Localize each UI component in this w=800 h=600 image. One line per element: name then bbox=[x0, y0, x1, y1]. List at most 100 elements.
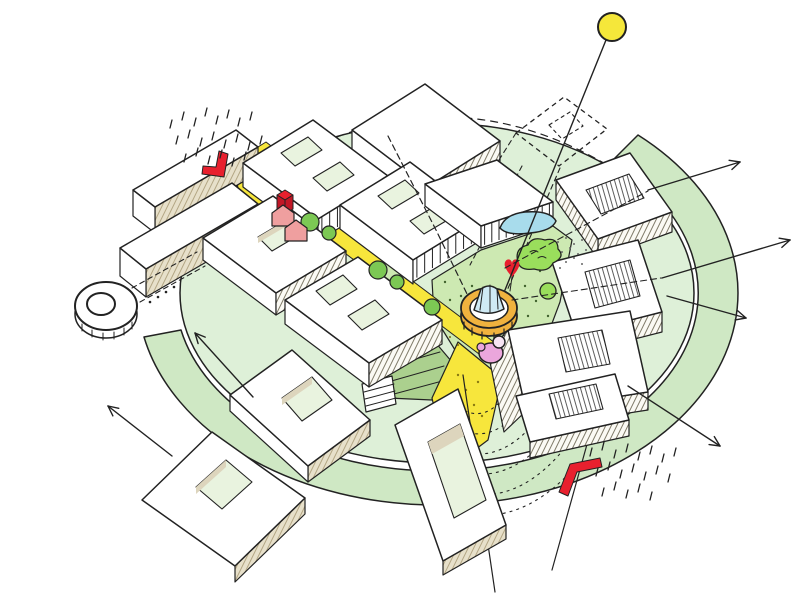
pink-house-2 bbox=[284, 219, 308, 242]
rain-marks-southeast bbox=[649, 445, 653, 455]
tree-5 bbox=[423, 298, 441, 316]
rain-marks-northwest bbox=[187, 129, 191, 139]
lawn-stipple bbox=[443, 280, 447, 284]
arrow-west-lower-head bbox=[107, 405, 120, 410]
rain-marks-southeast bbox=[661, 453, 665, 463]
rain-marks-southeast bbox=[643, 471, 647, 481]
fan-building-3-court bbox=[557, 329, 611, 373]
lawn-stipple bbox=[546, 314, 550, 318]
rain-marks-southeast bbox=[649, 491, 653, 501]
shape-layer bbox=[74, 12, 791, 593]
rain-marks-northwest bbox=[199, 137, 203, 147]
arrow-northeast-head bbox=[728, 159, 741, 163]
heart-string bbox=[509, 276, 513, 292]
arrow-west-lower-head bbox=[107, 405, 114, 417]
lawn-stipple bbox=[523, 284, 527, 288]
spine-dots bbox=[449, 336, 451, 338]
plaza-dots bbox=[480, 414, 484, 418]
sun-ray-line bbox=[504, 39, 607, 291]
pink-figure-head bbox=[492, 335, 506, 349]
rain-marks-northwest bbox=[195, 147, 199, 157]
radial-dash-lines bbox=[504, 190, 662, 301]
bush-large bbox=[516, 238, 562, 271]
rain-marks-northwest bbox=[237, 117, 241, 127]
arrow-east-lower bbox=[666, 295, 747, 319]
arrow-east-lower-head bbox=[737, 310, 747, 319]
bush-small bbox=[539, 282, 557, 300]
rain-marks-southeast bbox=[631, 463, 635, 473]
rain-marks-southeast bbox=[619, 469, 623, 479]
red-bench-marker bbox=[201, 150, 229, 178]
lawn-stipple bbox=[459, 294, 463, 298]
steps-block-lines bbox=[363, 383, 397, 407]
plaza-dots bbox=[476, 380, 480, 384]
beach-stipple bbox=[569, 247, 571, 249]
arrow-northeast bbox=[647, 161, 741, 191]
rain-marks-northwest bbox=[211, 131, 215, 141]
plaza-dots bbox=[456, 373, 460, 377]
beach-stipple bbox=[585, 249, 587, 251]
rain-marks-northwest bbox=[259, 135, 263, 145]
rain-marks-northwest bbox=[193, 117, 197, 127]
tree-3 bbox=[368, 260, 388, 280]
courtyard-slab-se2-court-a bbox=[315, 274, 358, 306]
ghost-building-courtyard bbox=[548, 111, 584, 140]
pavilion-dot-trail bbox=[156, 295, 160, 299]
rain-marks-northwest bbox=[183, 153, 187, 163]
arrow-southeast bbox=[627, 385, 721, 447]
bar-building-1-roof bbox=[132, 129, 259, 208]
rain-marks-northwest bbox=[169, 119, 173, 129]
beach-stipple bbox=[581, 239, 583, 241]
beach-stipple bbox=[573, 243, 575, 245]
rain-marks-northwest bbox=[243, 151, 247, 161]
courtyard-slab-nw1-court-a bbox=[280, 136, 323, 167]
pavilion-link-dashes bbox=[131, 251, 206, 303]
rain-marks-southeast bbox=[601, 487, 605, 497]
bush-squiggles bbox=[529, 250, 547, 259]
rain-marks-southeast bbox=[667, 473, 671, 483]
rain-marks-northwest bbox=[204, 107, 208, 117]
beach-stipple bbox=[581, 263, 583, 265]
lawn-stipple bbox=[470, 284, 474, 288]
lawn-stipple bbox=[526, 314, 530, 318]
beach-stipple bbox=[573, 257, 575, 259]
pavilion-dot-trail bbox=[148, 300, 152, 304]
round-pavilion-hole bbox=[86, 292, 116, 316]
pink-figure-arm bbox=[476, 342, 486, 352]
rain-marks-northwest bbox=[231, 157, 235, 167]
fan-building-2-court bbox=[584, 259, 641, 309]
plaza-dots bbox=[472, 403, 476, 407]
pond bbox=[499, 210, 557, 235]
rain-marks-southeast bbox=[595, 467, 599, 477]
arcade-building-roof bbox=[424, 159, 554, 227]
rain-marks-southeast bbox=[637, 483, 641, 493]
rain-marks-southeast bbox=[655, 465, 659, 475]
amphitheater-arcs bbox=[447, 397, 581, 517]
site-arc-dashed bbox=[245, 116, 629, 187]
arrow-east-upper-head bbox=[778, 237, 791, 241]
rain-marks-northwest bbox=[249, 111, 253, 121]
section-dash-line bbox=[387, 135, 469, 297]
arrow-west-upper-head bbox=[194, 332, 199, 345]
bar-building-2-roof bbox=[119, 182, 259, 270]
beach-stipple bbox=[577, 253, 579, 255]
rain-marks-northwest bbox=[247, 141, 251, 151]
beach-stipple bbox=[557, 241, 559, 243]
rain-marks-southeast bbox=[589, 447, 593, 457]
beach-stipple bbox=[561, 251, 563, 253]
pavilion-dot-trail bbox=[164, 290, 168, 294]
arrow-east-upper bbox=[661, 239, 791, 279]
carousel-tent-seams bbox=[479, 284, 499, 313]
sun bbox=[597, 12, 627, 42]
pavilion-dot-trail bbox=[172, 285, 176, 289]
courtyard-slab-nw2-court-a bbox=[377, 179, 420, 210]
arrow-west-upper bbox=[194, 332, 254, 398]
rain-marks-southeast bbox=[607, 461, 611, 471]
beach-stipple bbox=[559, 267, 561, 269]
rain-marks-southeast bbox=[625, 489, 629, 499]
tree-2 bbox=[321, 225, 337, 241]
rain-marks-northwest bbox=[219, 149, 223, 159]
beach-stipple bbox=[565, 237, 567, 239]
